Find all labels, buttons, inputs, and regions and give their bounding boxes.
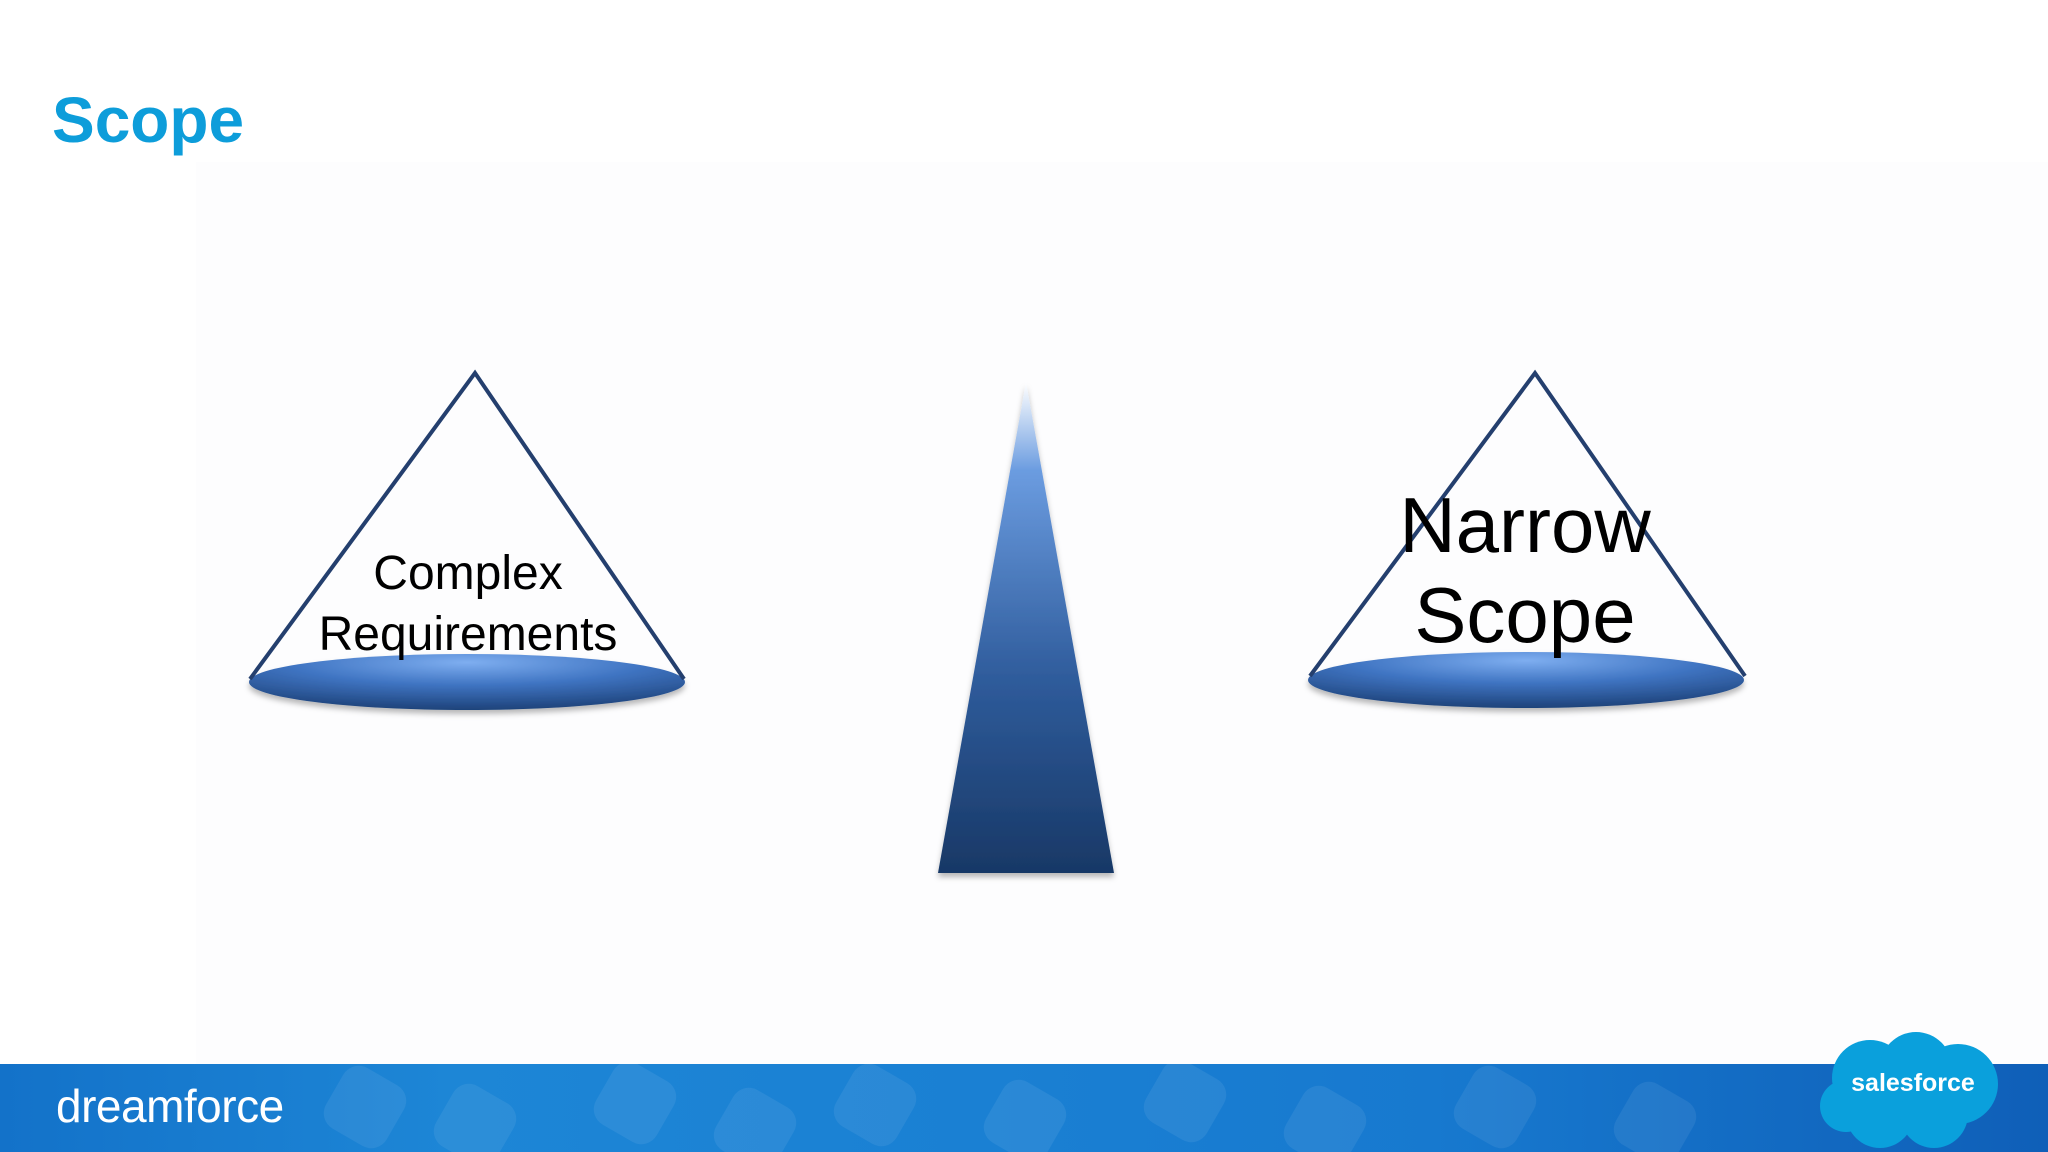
footer-hexagon-pattern	[707, 1081, 803, 1152]
footer-hexagon-pattern	[1607, 1075, 1703, 1152]
content-panel	[196, 162, 2048, 1064]
footer-hexagon-pattern	[827, 1064, 923, 1152]
scale-fulcrum	[938, 382, 1114, 873]
right-pan-label: Narrow Scope	[1399, 481, 1651, 659]
salesforce-logo-text: salesforce	[1851, 1069, 1975, 1097]
right-pan-strings	[1308, 369, 1747, 678]
footer-hexagon-pattern	[1277, 1079, 1373, 1152]
footer-hexagon-pattern	[427, 1077, 523, 1152]
salesforce-cloud-icon	[1820, 1032, 1998, 1148]
slide-title: Scope	[52, 84, 245, 156]
left-pan-strings	[248, 369, 686, 681]
footer-banner	[0, 1064, 2048, 1152]
footer-hexagon-pattern	[977, 1073, 1073, 1152]
footer-hexagon-pattern	[317, 1064, 413, 1152]
footer-hexagon-pattern	[1447, 1064, 1543, 1152]
footer-hexagon-pattern	[587, 1064, 683, 1151]
dreamforce-logo-text: dreamforce	[56, 1080, 284, 1132]
footer-hexagon-pattern	[1137, 1064, 1233, 1149]
left-pan-label: Complex Requirements	[318, 547, 618, 661]
left-scale-pan	[249, 654, 685, 710]
dreamforce-logo: dreamforce	[56, 1076, 284, 1136]
right-scale-pan	[1308, 652, 1744, 708]
